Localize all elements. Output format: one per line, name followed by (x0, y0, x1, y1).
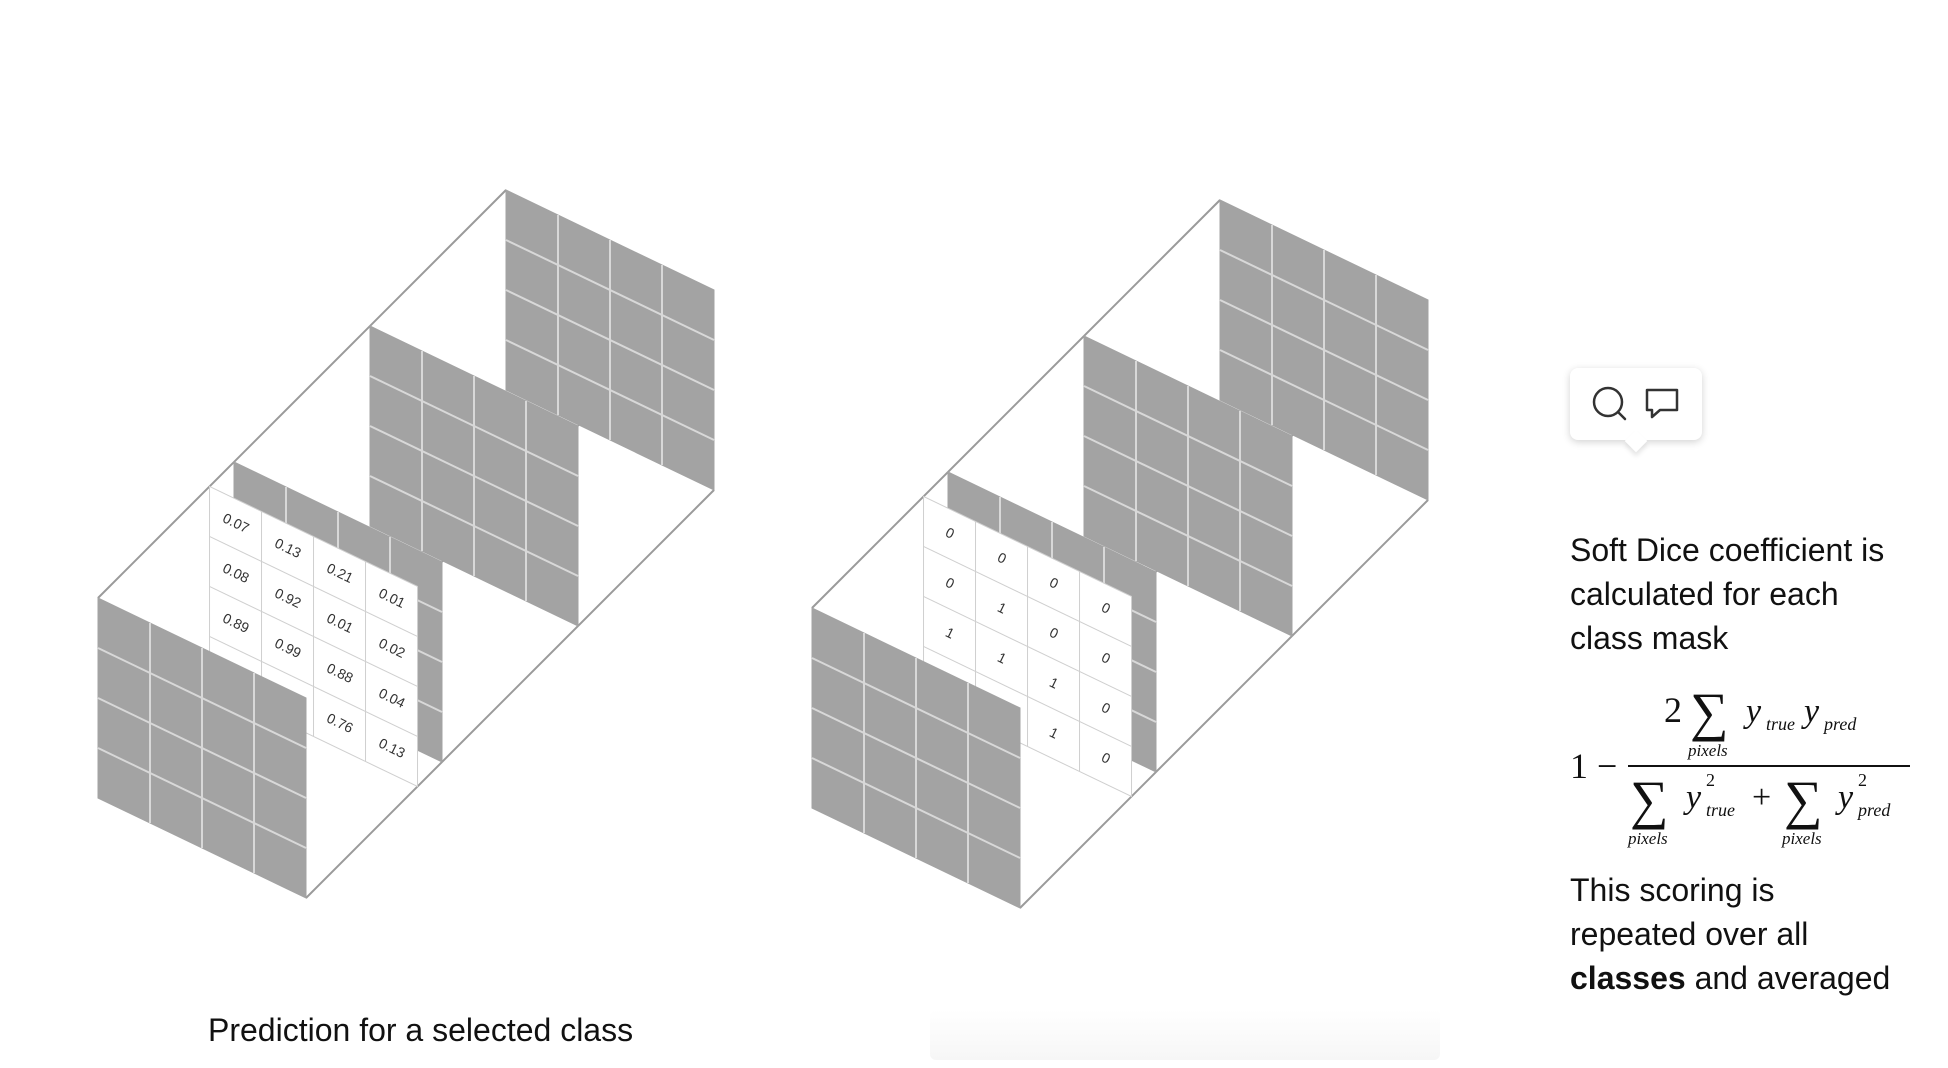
ground-truth-mask-gridline (923, 646, 1132, 747)
numerator-coef: 2 (1664, 690, 1682, 730)
grid-slice-gridline (97, 697, 307, 799)
description-line: Soft Dice coefficient is (1570, 532, 1885, 568)
box-edge (1019, 499, 1429, 909)
plus-sign: + (1752, 779, 1771, 816)
left-caption: Prediction for a selected class (208, 1012, 634, 1048)
bottom-shadow (930, 1010, 1440, 1060)
box-edge (811, 199, 1221, 609)
box-edge (97, 189, 507, 599)
subscript-true: true (1706, 800, 1735, 820)
sum-symbol: ∑ (1630, 770, 1669, 830)
y-true: y (1743, 693, 1762, 730)
sum-subscript: pixels (1627, 829, 1668, 848)
y-true-squared: y (1683, 779, 1702, 816)
superscript-2: 2 (1858, 770, 1867, 790)
grid-slice-gridline (505, 339, 715, 441)
ground-truth-mask-gridline (923, 596, 1132, 697)
search-icon (1592, 386, 1627, 421)
grid-slice-gridline (811, 757, 1021, 859)
description-line: calculated for each (1570, 576, 1839, 612)
averaging-line: classes and averaged (1570, 956, 1940, 1000)
sum-subscript: pixels (1687, 741, 1728, 760)
superscript-2: 2 (1706, 770, 1715, 790)
prediction-mask-gridline (209, 636, 418, 737)
grid-slice-gridline (1083, 435, 1293, 537)
grid-slice-gridline (1083, 485, 1293, 587)
grid-slice-gridline (369, 475, 579, 577)
averaging-line: This scoring is (1570, 872, 1775, 908)
grid-slice-gridline (97, 747, 307, 849)
description-text: Soft Dice coefficient is calculated for … (1570, 528, 1940, 660)
averaging-text: This scoring is repeated over all classe… (1570, 868, 1940, 1000)
comment-icon (1645, 388, 1679, 419)
y-pred: y (1801, 693, 1820, 730)
averaging-rest: and averaged (1685, 960, 1891, 996)
sum-symbol: ∑ (1690, 682, 1729, 742)
averaging-line: repeated over all (1570, 916, 1809, 952)
grid-slice-gridline (811, 707, 1021, 809)
sum-symbol: ∑ (1784, 770, 1823, 830)
description-line: class mask (1570, 620, 1729, 656)
ground-truth-stack: 0000010011100010 (811, 199, 1429, 909)
comment-button[interactable] (1640, 382, 1684, 426)
sum-subscript: pixels (1781, 829, 1822, 848)
subscript-pred: pred (1856, 800, 1891, 820)
box-edge (305, 489, 715, 899)
classes-bold: classes (1570, 960, 1686, 996)
grid-slice-gridline (369, 425, 579, 527)
subscript-pred: pred (1822, 714, 1857, 734)
prediction-stack: 0.070.130.210.010.080.920.010.020.890.99… (97, 189, 715, 899)
formula-one-minus: 1 − (1570, 746, 1617, 786)
search-button[interactable] (1588, 382, 1632, 426)
grid-slice-gridline (1219, 299, 1429, 401)
floating-toolbar (1570, 368, 1702, 440)
subscript-true: true (1766, 714, 1795, 734)
grid-slice-gridline (1219, 349, 1429, 451)
prediction-mask-gridline (209, 586, 418, 687)
y-pred-squared: y (1835, 779, 1854, 816)
grid-slice-gridline (505, 289, 715, 391)
